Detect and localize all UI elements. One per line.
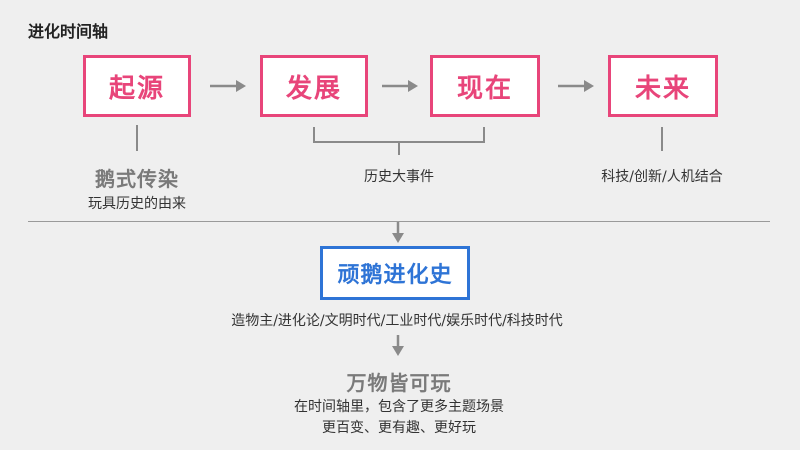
origin-connector	[136, 125, 138, 151]
arrow-down-icon	[392, 335, 404, 356]
arrow-right-icon	[558, 80, 594, 92]
summary-line-1: 在时间轴里，包含了更多主题场景	[294, 399, 504, 415]
origin-title: 鹅式传染	[95, 167, 179, 191]
eras-list: 造物主/进化论/文明时代/工业时代/娱乐时代/科技时代	[231, 313, 563, 329]
summary-line-2: 更百变、更有趣、更好玩	[322, 420, 476, 436]
section-divider	[28, 221, 770, 222]
future-connector	[661, 127, 663, 151]
focus-box: 顽鹅进化史	[320, 246, 470, 300]
arrow-right-icon	[210, 80, 246, 92]
summary-title: 万物皆可玩	[346, 371, 452, 395]
arrow-down-icon	[392, 222, 404, 243]
stage-future: 未来	[608, 55, 718, 117]
future-description: 科技/创新/人机结合	[601, 169, 723, 185]
stage-development: 发展	[260, 55, 368, 117]
stage-present: 现在	[430, 55, 540, 117]
stage-origin: 起源	[83, 55, 191, 117]
arrow-right-icon	[382, 80, 418, 92]
bracket-stem	[398, 141, 400, 155]
page-title: 进化时间轴	[28, 22, 109, 41]
origin-description: 玩具历史的由来	[88, 196, 186, 212]
bracket-left	[313, 127, 315, 143]
bracket-right	[483, 127, 485, 143]
history-events-label: 历史大事件	[364, 169, 434, 185]
